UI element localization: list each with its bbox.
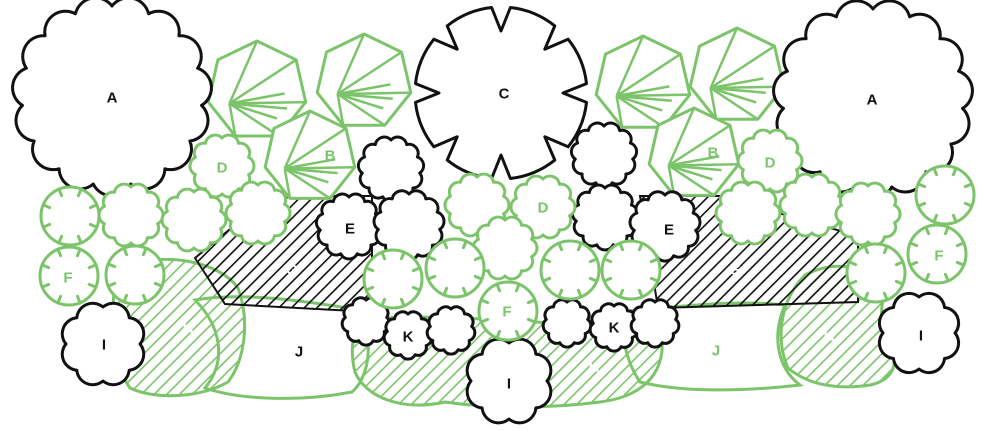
plant-layer — [11, 0, 976, 425]
label-k-23: K — [403, 329, 414, 346]
shrub-f-11 — [906, 223, 968, 285]
label-k-24: K — [609, 320, 620, 337]
label-b-2: B — [325, 148, 336, 165]
shrub-d-2 — [97, 182, 165, 248]
label-f-11: F — [502, 304, 511, 321]
shrub-b-1 — [206, 39, 308, 138]
label-i-18: I — [102, 337, 106, 354]
shrub-d-11 — [834, 181, 902, 247]
shrub-k-4 — [541, 298, 593, 349]
shrub-f-4 — [362, 248, 424, 310]
label-f-12: F — [934, 248, 943, 265]
shrub-b-5 — [688, 26, 786, 121]
label-c-4: C — [499, 86, 510, 103]
label-i-19: I — [507, 376, 511, 393]
shrub-f-10 — [914, 164, 976, 226]
label-i-20: I — [919, 328, 923, 345]
shrub-k-6 — [629, 298, 681, 349]
shrub-d-6 — [509, 174, 577, 240]
shrub-d-8 — [736, 128, 804, 194]
shrub-f-1 — [39, 185, 101, 247]
shrub-f-6 — [477, 280, 539, 342]
shrub-d-4 — [224, 180, 292, 246]
tree-c — [414, 6, 588, 180]
label-a-1: A — [867, 92, 878, 109]
shrub-d-3 — [160, 187, 228, 253]
shrub-k-3 — [425, 305, 477, 356]
shrub-e-4 — [569, 121, 639, 190]
label-b-3: B — [708, 145, 719, 162]
shrub-d-1 — [188, 133, 256, 199]
shrub-f-2 — [38, 245, 100, 307]
shrub-d-7 — [471, 215, 539, 281]
shrub-d-9 — [714, 180, 782, 246]
shrub-b-6 — [647, 106, 741, 197]
shrub-e-6 — [628, 190, 702, 263]
label-j-22: J — [712, 343, 720, 360]
shrub-f-3 — [104, 244, 166, 306]
label-a-0: A — [107, 90, 118, 107]
label-g-14: G — [729, 262, 741, 279]
shrub-i-2 — [465, 337, 553, 425]
label-h-17: H — [824, 328, 835, 345]
label-g-13: G — [286, 262, 298, 279]
label-d-5: D — [217, 160, 228, 177]
label-f-10: F — [63, 270, 72, 287]
label-layer: A A B B C D D D E E F F F G G H H H I I I J J K K — [63, 86, 943, 393]
label-d-7: D — [765, 155, 776, 172]
label-h-15: H — [183, 320, 194, 337]
shrub-d-10 — [778, 172, 846, 238]
label-e-8: E — [345, 221, 355, 238]
shrub-f-7 — [539, 239, 601, 301]
shrub-b-2 — [315, 32, 413, 127]
label-d-6: D — [538, 200, 549, 217]
shrub-e-2 — [314, 192, 384, 261]
shrub-b-3 — [263, 109, 357, 200]
label-h-16: H — [589, 359, 600, 376]
shrub-f-8 — [600, 239, 662, 301]
shrub-e-5 — [570, 183, 640, 252]
label-e-9: E — [664, 222, 674, 239]
shrub-b-4 — [594, 34, 692, 129]
shrub-k-1 — [340, 296, 392, 347]
shrub-i-3 — [877, 291, 961, 375]
shrub-i-1 — [60, 301, 146, 387]
label-j-21: J — [295, 344, 303, 361]
shrub-f-9 — [845, 242, 907, 304]
shrub-f-5 — [424, 237, 486, 299]
